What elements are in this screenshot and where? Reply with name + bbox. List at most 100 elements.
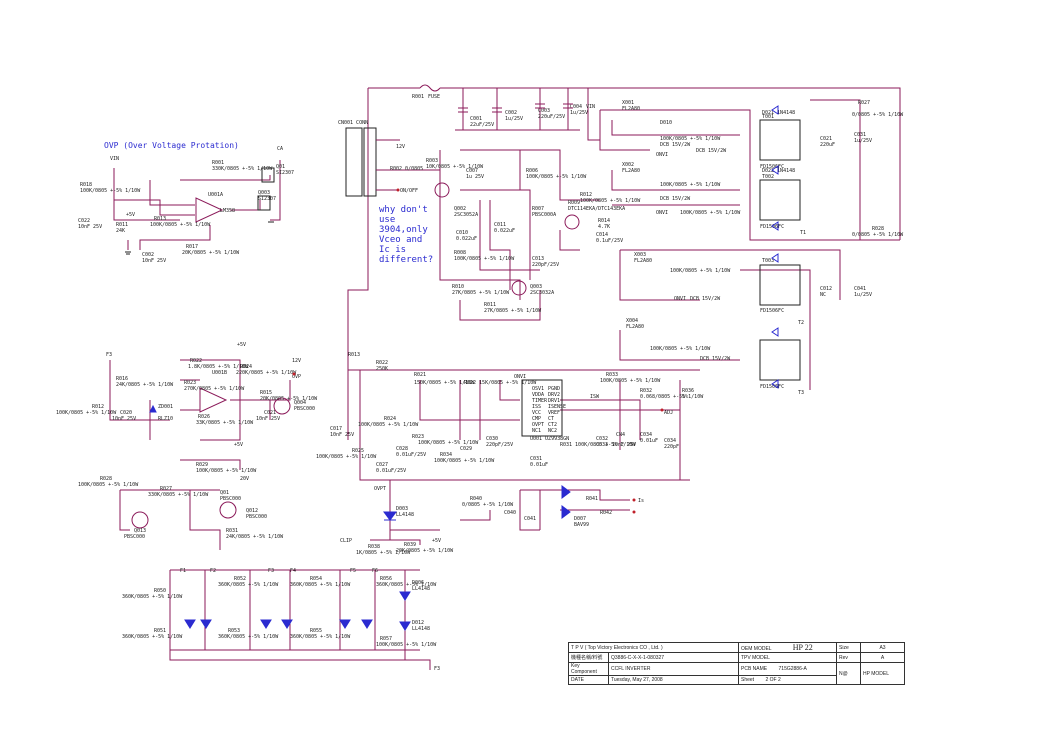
vin-label-top: VIN (586, 104, 595, 110)
svg-text:R028: R028 (100, 476, 112, 482)
svg-text:R017: R017 (186, 244, 198, 250)
svg-text:U001A: U001A (208, 192, 223, 198)
svg-text:2SC3032A: 2SC3032A (530, 290, 554, 296)
svg-text:PBSC000: PBSC000 (124, 534, 145, 540)
svg-text:SI2307: SI2307 (276, 170, 294, 176)
svg-text:R039: R039 (404, 542, 416, 548)
svg-text:360K/0805 +-5% 1/10W: 360K/0805 +-5% 1/10W (122, 594, 183, 600)
svg-text:10nF 25V: 10nF 25V (330, 432, 354, 438)
svg-text:1u/25V: 1u/25V (854, 138, 872, 144)
svg-text:C040: C040 (504, 510, 516, 516)
svg-text:0/0805 +-5% 1/10W: 0/0805 +-5% 1/10W (852, 112, 904, 118)
svg-text:R038: R038 (368, 544, 380, 550)
svg-text:U001 OZ9938GN: U001 OZ9938GN (530, 436, 569, 442)
svg-text:ISW: ISW (590, 394, 600, 400)
svg-text:330K/0805 +-5% 1/10W: 330K/0805 +-5% 1/10W (148, 492, 209, 498)
svg-text:100K/0805 +-5% 1/10W: 100K/0805 +-5% 1/10W (80, 188, 141, 194)
svg-text:T002: T002 (762, 174, 774, 180)
svg-text:100K/0805 +-5% 1/10W: 100K/0805 +-5% 1/10W (680, 210, 741, 216)
svg-text:360K/0805 +-5% 1/10W: 360K/0805 +-5% 1/10W (376, 582, 437, 588)
svg-text:C027: C027 (376, 462, 388, 468)
svg-text:1u 25V: 1u 25V (466, 174, 484, 180)
svg-text:D021 1N4148: D021 1N4148 (762, 110, 795, 116)
svg-text:0/0805 +-5% 1/10W: 0/0805 +-5% 1/10W (462, 502, 514, 508)
fuse-label: FUSE (428, 94, 440, 100)
svg-text:R031: R031 (226, 528, 238, 534)
svg-text:R040: R040 (470, 496, 482, 502)
svg-text:CN4: CN4 (616, 432, 625, 438)
svg-text:100K/0805 +-5% 1/10W: 100K/0805 +-5% 1/10W (196, 468, 257, 474)
svg-text:C021: C021 (264, 410, 276, 416)
svg-text:CMP: CMP (532, 416, 541, 422)
svg-text:R042: R042 (600, 510, 612, 516)
note-line-1: why don't (379, 205, 428, 215)
svg-text:X004: X004 (626, 318, 638, 324)
svg-text:24K/0805 +-5% 1/10W: 24K/0805 +-5% 1/10W (116, 382, 174, 388)
svg-text:C010: C010 (456, 230, 468, 236)
svg-text:Q01: Q01 (220, 490, 229, 496)
svg-text:220K/0805 +-5% 1/10W: 220K/0805 +-5% 1/10W (236, 370, 297, 376)
svg-text:NC: NC (820, 292, 826, 298)
svg-text:10nF 25V: 10nF 25V (78, 224, 102, 230)
svg-text:100K/0805 +-5% 1/10W: 100K/0805 +-5% 1/10W (660, 136, 721, 142)
sheet-num-value: 2 OF 2 (765, 677, 781, 683)
svg-text:Is: Is (638, 498, 644, 504)
svg-text:5%: 5% (682, 394, 688, 400)
svg-text:R003: R003 (426, 158, 438, 164)
row2-left: 機種名稱/料號 (568, 652, 609, 663)
svg-text:Q004: Q004 (294, 400, 306, 406)
title-block: T P V ( Top Victory Electronics CO , Ltd… (568, 642, 905, 685)
svg-text:360K/0805 +-5% 1/10W: 360K/0805 +-5% 1/10W (122, 634, 183, 640)
svg-text:R011: R011 (116, 222, 128, 228)
ovp-net-label: OVP (292, 374, 301, 380)
svg-text:CT2: CT2 (548, 422, 557, 428)
note-line-5: Ic is (379, 245, 406, 255)
svg-text:C002: C002 (505, 110, 517, 116)
svg-text:X001: X001 (622, 100, 634, 106)
t2-label: T2 (798, 320, 804, 326)
svg-text:U001B: U001B (212, 370, 227, 376)
svg-text:R041: R041 (586, 496, 598, 502)
svg-text:LL4148: LL4148 (412, 626, 430, 632)
oem-model-label: OEM MODEL (741, 646, 772, 652)
svg-text:R031 100K/0805 +-5% 1/10W: R031 100K/0805 +-5% 1/10W (560, 442, 636, 448)
svg-text:220pF: 220pF (664, 444, 679, 450)
svg-text:0/0805 +-5% 1/10W: 0/0805 +-5% 1/10W (852, 232, 904, 238)
svg-text:R052: R052 (234, 576, 246, 582)
svg-text:C029: C029 (460, 446, 472, 452)
svg-text:100K/0805 +-5% 1/10W: 100K/0805 +-5% 1/10W (670, 268, 731, 274)
svg-text:C030: C030 (486, 436, 498, 442)
svg-text:LL4148: LL4148 (396, 512, 414, 518)
onvi-label-3: ONVI (674, 296, 686, 302)
svg-text:PBSC000: PBSC000 (220, 496, 241, 502)
svg-text:D007: D007 (574, 516, 586, 522)
svg-text:DCB 15V/2W: DCB 15V/2W (660, 142, 691, 148)
svg-text:R027: R027 (160, 486, 172, 492)
note-line-6: different? (379, 255, 433, 265)
svg-text:C012: C012 (820, 286, 832, 292)
svg-text:D010: D010 (660, 120, 672, 126)
note-line-2: use (379, 215, 395, 225)
ovp-vin: VIN (110, 156, 119, 162)
svg-text:NC2: NC2 (548, 428, 557, 434)
svg-text:FD1506FC: FD1506FC (760, 164, 784, 170)
svg-text:C017: C017 (330, 426, 342, 432)
svg-text:100K/0805 +-5% 1/10W: 100K/0805 +-5% 1/10W (600, 378, 661, 384)
note-line-4: Vceo and (379, 235, 422, 245)
svg-text:100K/0805 +-5% 1/10W: 100K/0805 +-5% 1/10W (56, 410, 117, 416)
svg-text:33K/0805 +-5% 1/10W: 33K/0805 +-5% 1/10W (196, 420, 254, 426)
svg-text:FL2A80: FL2A80 (626, 324, 644, 330)
svg-text:100K/0805 +-5% 1/10W: 100K/0805 +-5% 1/10W (526, 174, 587, 180)
svg-text:0.01uF: 0.01uF (640, 438, 658, 444)
svg-text:12V: 12V (292, 358, 301, 364)
tpv-model-label: TPV MODEL (738, 652, 837, 663)
svg-text:R010: R010 (452, 284, 464, 290)
svg-text:100K/0805 +-5% 1/10W: 100K/0805 +-5% 1/10W (454, 256, 515, 262)
svg-text:C032: C032 (596, 436, 608, 442)
svg-text:BAV99: BAV99 (574, 522, 589, 528)
svg-text:R025: R025 (352, 448, 364, 454)
svg-text:100K/0805 +-5% 1/10W: 100K/0805 +-5% 1/10W (358, 422, 419, 428)
svg-text:+5V: +5V (432, 538, 441, 544)
svg-text:R012: R012 (92, 404, 104, 410)
